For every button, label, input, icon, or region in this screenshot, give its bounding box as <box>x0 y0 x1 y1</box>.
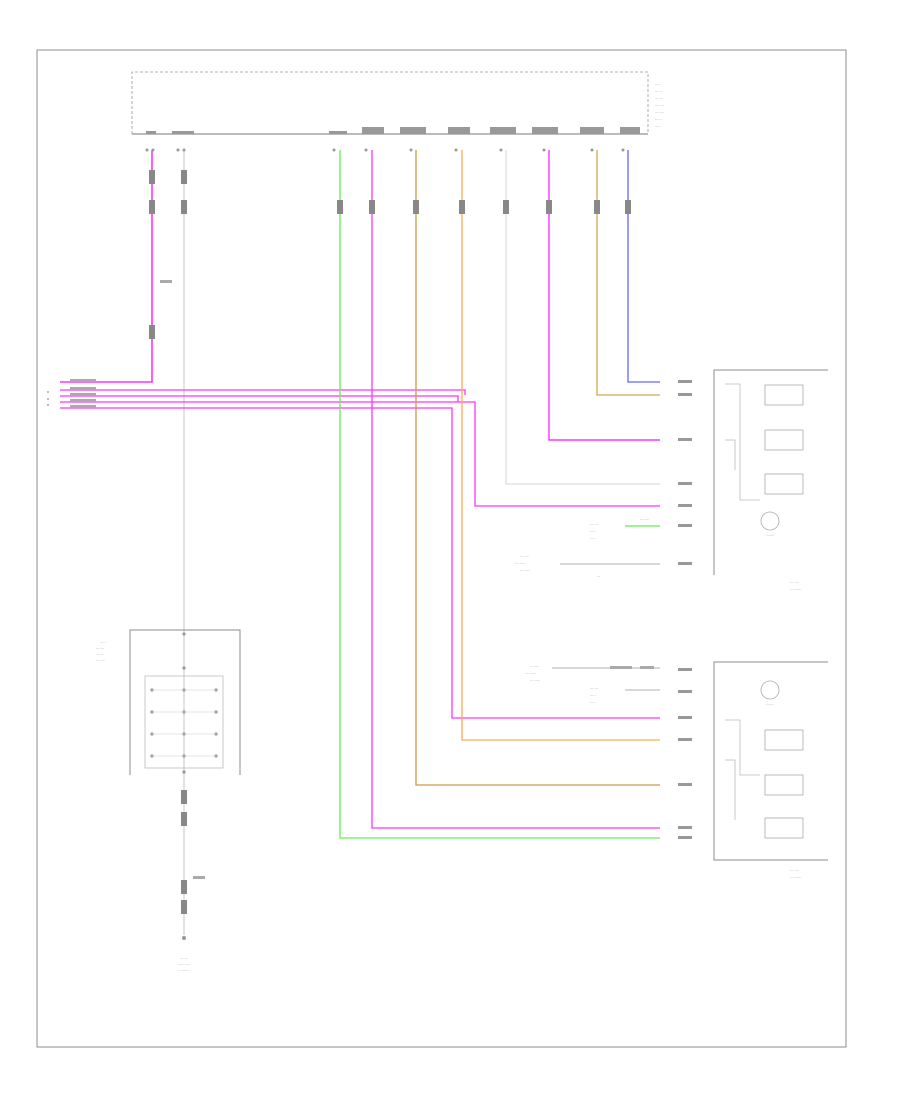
wire-olive <box>596 150 660 396</box>
svg-text:········: ········ <box>790 581 799 585</box>
wire-pink-2 <box>371 150 660 829</box>
svg-text:·······: ······· <box>590 687 598 691</box>
svg-text:·······: ······· <box>655 97 663 101</box>
svg-text:·······: ······· <box>590 523 598 527</box>
wire-orange <box>461 150 660 741</box>
wire-pink-bus <box>60 389 660 719</box>
top-module-pin-labels <box>146 127 640 134</box>
svg-text:········: ········ <box>790 869 799 873</box>
wire-gray-2 <box>505 150 660 485</box>
wire-green <box>339 150 660 839</box>
left-rear-motor-assembly: ········ ········ ·········· ········ ··… <box>515 369 828 592</box>
svg-text:·····: ····· <box>590 530 596 534</box>
liftgate-switch-assembly: ····· ······· ······· ········ <box>96 629 241 775</box>
wire-tan <box>415 150 660 786</box>
svg-text:···: ··· <box>597 575 600 579</box>
svg-text:·····: ····· <box>590 701 596 705</box>
svg-text:········: ········ <box>96 659 105 663</box>
left-bus-labels <box>47 379 96 408</box>
svg-text:········: ········ <box>765 703 774 707</box>
svg-text:··········: ·········· <box>525 672 536 676</box>
ground-point: ······· ··········· ·········· <box>178 876 205 973</box>
svg-text:·······: ······· <box>96 653 104 657</box>
svg-text:·····: ····· <box>100 641 106 645</box>
svg-text:·····: ····· <box>590 694 596 698</box>
right-rear-motor-assembly: ········ ········ ·········· ········ ··… <box>525 661 828 880</box>
diagram-frame <box>36 49 847 1048</box>
svg-text:········: ········ <box>530 665 539 669</box>
svg-text:·····: ····· <box>655 125 661 129</box>
svg-text:··········: ·········· <box>790 876 801 880</box>
svg-text:········: ········ <box>655 111 664 115</box>
svg-text:·······: ······· <box>180 957 188 961</box>
svg-text:·······: ······· <box>96 647 104 651</box>
wire-label-pink <box>160 280 172 283</box>
svg-text:···········: ··········· <box>178 963 191 967</box>
top-control-module: ····· ······ ······· ········ ········ ·… <box>131 71 664 135</box>
connector-marks <box>149 170 631 914</box>
svg-text:······: ······ <box>655 90 662 94</box>
wire-blue <box>627 150 660 383</box>
svg-text:········: ········ <box>655 104 664 108</box>
svg-text:··········: ·········· <box>515 562 526 566</box>
svg-text:········: ········ <box>765 534 774 538</box>
svg-text:·········: ········· <box>520 569 530 573</box>
svg-text:·········: ········· <box>530 679 540 683</box>
top-pin-dots <box>145 148 625 152</box>
svg-text:·····: ····· <box>590 537 596 541</box>
wire-pink-main <box>60 150 153 383</box>
wire-misc-right <box>552 563 660 691</box>
svg-text:········: ········ <box>520 555 529 559</box>
wire-pink-3 <box>548 150 660 441</box>
svg-text:··········: ·········· <box>790 588 801 592</box>
svg-text:·····: ····· <box>655 83 661 87</box>
svg-text:··········: ·········· <box>178 969 189 973</box>
svg-text:········: ········ <box>640 518 649 522</box>
svg-text:······: ······ <box>655 118 662 122</box>
